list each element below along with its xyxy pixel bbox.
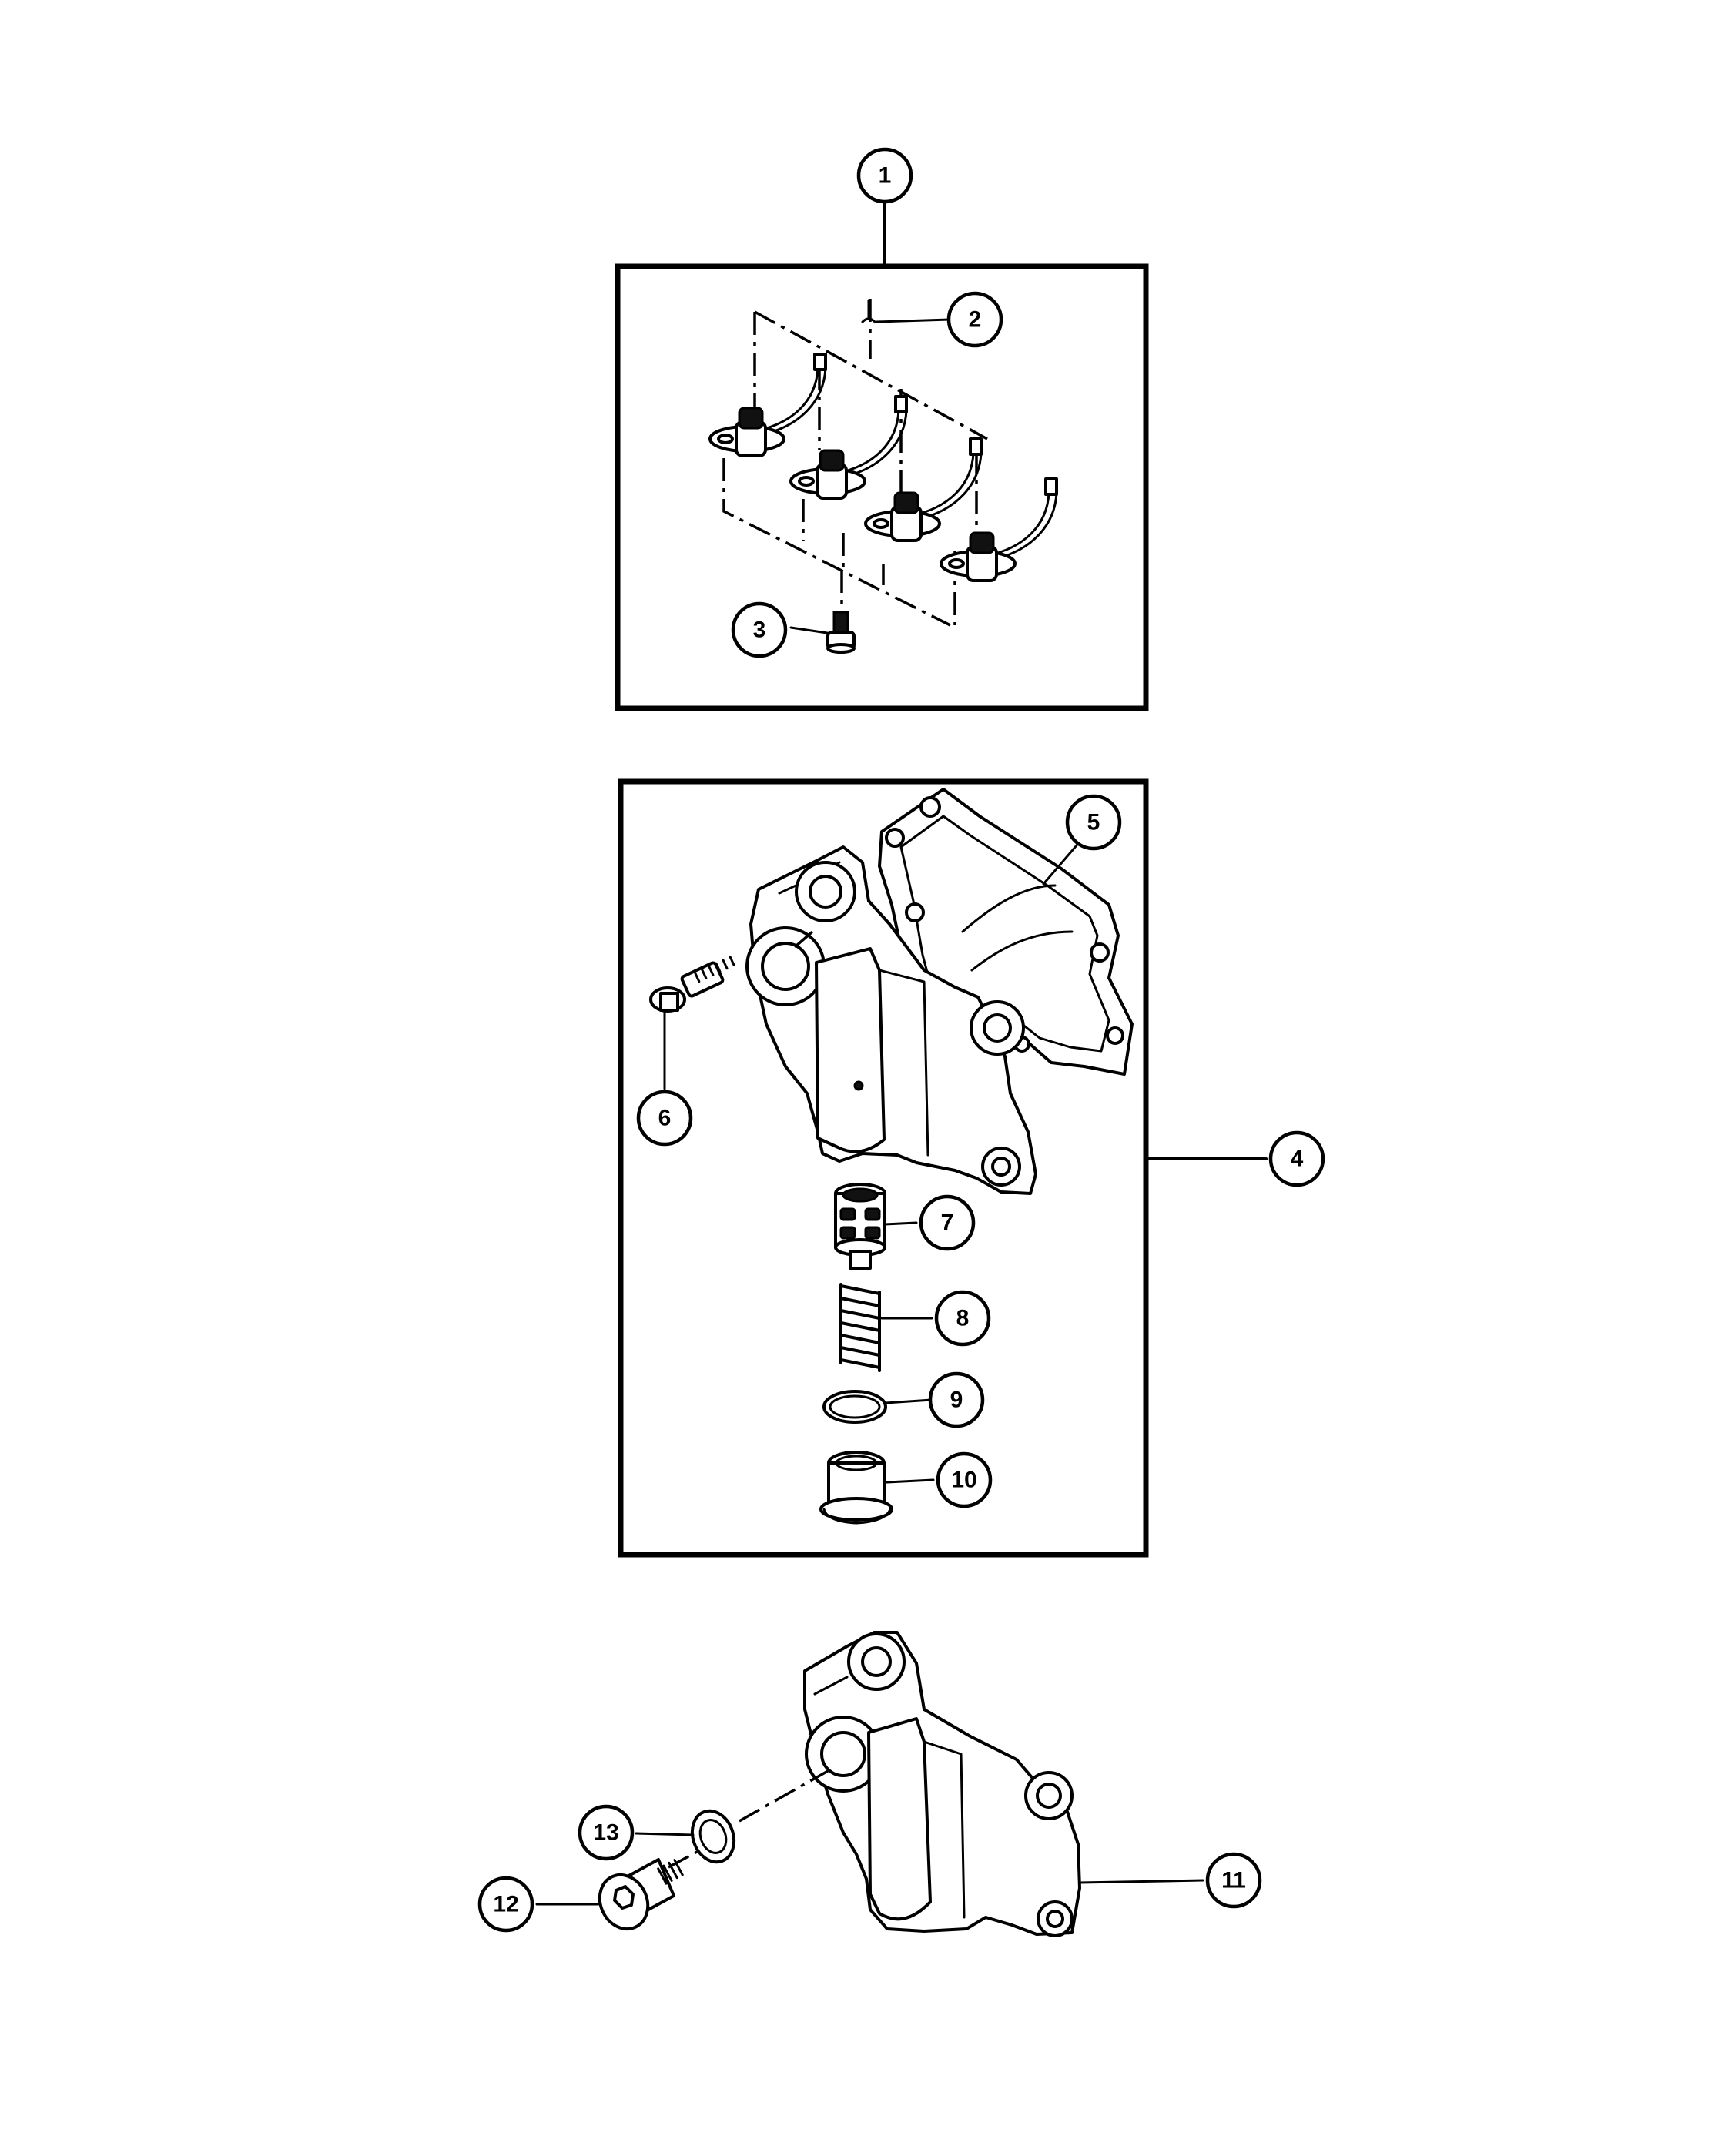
plug-part-10	[819, 1451, 893, 1525]
callout-9: 9	[928, 1371, 985, 1428]
leader-11	[1078, 1879, 1204, 1884]
callout-6: 6	[636, 1090, 693, 1147]
callout-12-label: 12	[493, 1892, 518, 1917]
spray-nozzle-1	[708, 353, 827, 457]
callout-3-label: 3	[753, 618, 766, 643]
callout-7: 7	[919, 1194, 976, 1251]
callout-1: 1	[856, 147, 913, 204]
valve-spool-part-7	[834, 1183, 886, 1270]
callout-4-label: 4	[1291, 1147, 1304, 1172]
callout-10: 10	[936, 1451, 993, 1508]
kit-frame-1	[615, 263, 1149, 711]
leader-9	[884, 1398, 933, 1404]
housing-part-11	[803, 1631, 1081, 1937]
callout-9-label: 9	[950, 1388, 963, 1413]
bolt-part-6	[649, 930, 814, 1013]
leader-2	[875, 318, 951, 323]
callouts: 1 2 3 4 5 6 7 8	[477, 147, 1325, 1933]
callout-8-label: 8	[956, 1306, 970, 1331]
leader-3	[789, 626, 829, 634]
assembly-frame-4	[618, 778, 1149, 1558]
kit-box-1	[615, 196, 1149, 711]
leader-5	[1042, 844, 1078, 886]
leader-7	[883, 1221, 918, 1226]
clip-part-2	[861, 299, 876, 323]
callout-12: 12	[477, 1876, 534, 1933]
callout-6-label: 6	[658, 1106, 672, 1131]
spray-nozzle-2	[789, 395, 908, 500]
spray-nozzle-3	[864, 437, 983, 542]
callout-10-label: 10	[951, 1468, 976, 1493]
screw-part-3	[826, 611, 856, 654]
spray-nozzle-4	[940, 477, 1058, 582]
callout-1-label: 1	[879, 163, 892, 189]
leader-13	[635, 1832, 695, 1836]
callout-5: 5	[1065, 794, 1122, 851]
o-ring-part-9	[822, 1390, 887, 1424]
callout-11-label: 11	[1221, 1868, 1246, 1893]
callout-7-label: 7	[941, 1210, 954, 1236]
callout-2: 2	[946, 291, 1003, 348]
callout-13: 13	[578, 1804, 635, 1861]
callout-4: 4	[1268, 1130, 1325, 1187]
washer-part-13	[690, 1809, 736, 1864]
housing-group-11	[535, 1631, 1204, 1937]
spring-part-8	[839, 1283, 881, 1372]
hex-plug-part-12	[598, 1850, 698, 1931]
alignment-lines-kit	[722, 299, 988, 627]
callout-8: 8	[934, 1290, 991, 1347]
alignment-line-plug	[739, 1769, 829, 1823]
callout-13-label: 13	[593, 1820, 618, 1846]
valve-housing	[745, 845, 1037, 1195]
callout-2-label: 2	[969, 307, 982, 333]
callout-11: 11	[1205, 1852, 1262, 1909]
callout-3: 3	[731, 601, 788, 658]
callout-5-label: 5	[1087, 810, 1100, 835]
assembly-box-4	[618, 778, 1268, 1558]
leader-10	[886, 1478, 935, 1484]
